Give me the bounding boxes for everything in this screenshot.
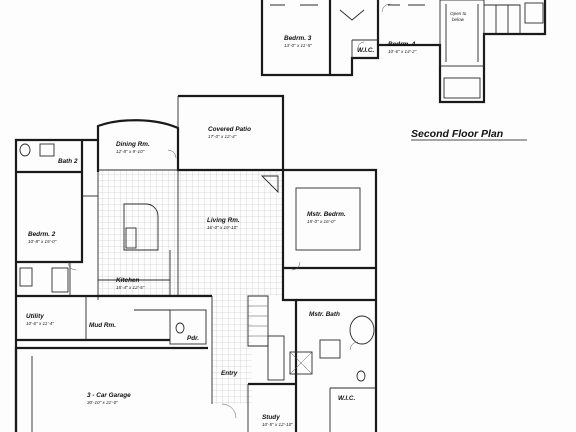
room-label-bath2: Bath 2: [58, 158, 78, 165]
room-label-wic-upper: W.I.C.: [357, 47, 374, 54]
second-floor-outline: [260, 0, 547, 104]
room-dim-covered-patio: 17'-0" x 12'-4": [208, 134, 237, 139]
room-dim-kitchen: 15'-4" x 12'-5": [116, 285, 145, 290]
room-label-bedrm3: Bedrm. 3: [284, 35, 312, 42]
second-floor: Bedrm. 3 13'-0" x 11'-5" W.I.C. Bedrm. 4…: [260, 0, 547, 141]
first-floor-outline-left: [14, 119, 298, 432]
open-to-below-line1: Open to: [450, 11, 467, 16]
room-label-living: Living Rm.: [207, 217, 240, 224]
open-to-below-area: [439, 0, 485, 67]
room-label-bedrm4: Bedrm. 4: [388, 41, 416, 48]
room-dim-garage: 30'-10" x 21'-0": [87, 400, 118, 405]
room-dim-living: 16'-0" x 19'-10": [207, 225, 238, 230]
room-dim-bedrm3: 13'-0" x 11'-5": [284, 43, 312, 48]
room-label-garage: 3 - Car Garage: [87, 392, 131, 399]
room-dim-mstr-bedrm: 15'-0" x 16'-0": [307, 219, 336, 224]
room-label-entry: Entry: [221, 370, 238, 377]
room-dim-study: 10'-5" x 12'-10": [262, 422, 293, 427]
kitchen-island: [123, 203, 159, 251]
room-dim-dining: 12'-8" x 9'-10": [116, 149, 145, 154]
master-tub: [349, 315, 375, 345]
room-label-bedrm2: Bedrm. 2: [28, 231, 56, 238]
room-label-kitchen: Kitchen: [116, 277, 140, 284]
room-label-mstr-bedrm: Mstr. Bedrm.: [307, 211, 346, 218]
first-floor: Covered Patio 17'-0" x 12'-4" Dining Rm.…: [14, 94, 378, 432]
room-dim-utility: 10'-6" x 11'-4": [26, 321, 54, 326]
room-label-dining: Dining Rm.: [116, 141, 150, 148]
open-to-below-line2: below: [452, 17, 465, 22]
master-bed-outline: [295, 187, 361, 251]
room-label-mstr-bath: Mstr. Bath: [309, 311, 340, 318]
second-floor-plan-title: Second Floor Plan: [411, 128, 503, 140]
covered-patio-outline: [178, 94, 285, 170]
room-label-covered-patio: Covered Patio: [208, 126, 251, 133]
room-label-pdr: Pdr.: [187, 335, 199, 342]
room-label-wic-lower: W.I.C.: [338, 395, 355, 402]
room-dim-bedrm2: 10'-8" x 15'-0": [28, 239, 57, 244]
room-label-study: Study: [262, 414, 280, 421]
tiled-floor-area: [98, 170, 283, 296]
room-label-utility: Utility: [26, 313, 44, 320]
room-label-mud-rm: Mud Rm.: [89, 322, 116, 329]
room-dim-bedrm4: 10'-6" x 14'-2": [388, 49, 417, 54]
powder-room: [169, 309, 207, 345]
